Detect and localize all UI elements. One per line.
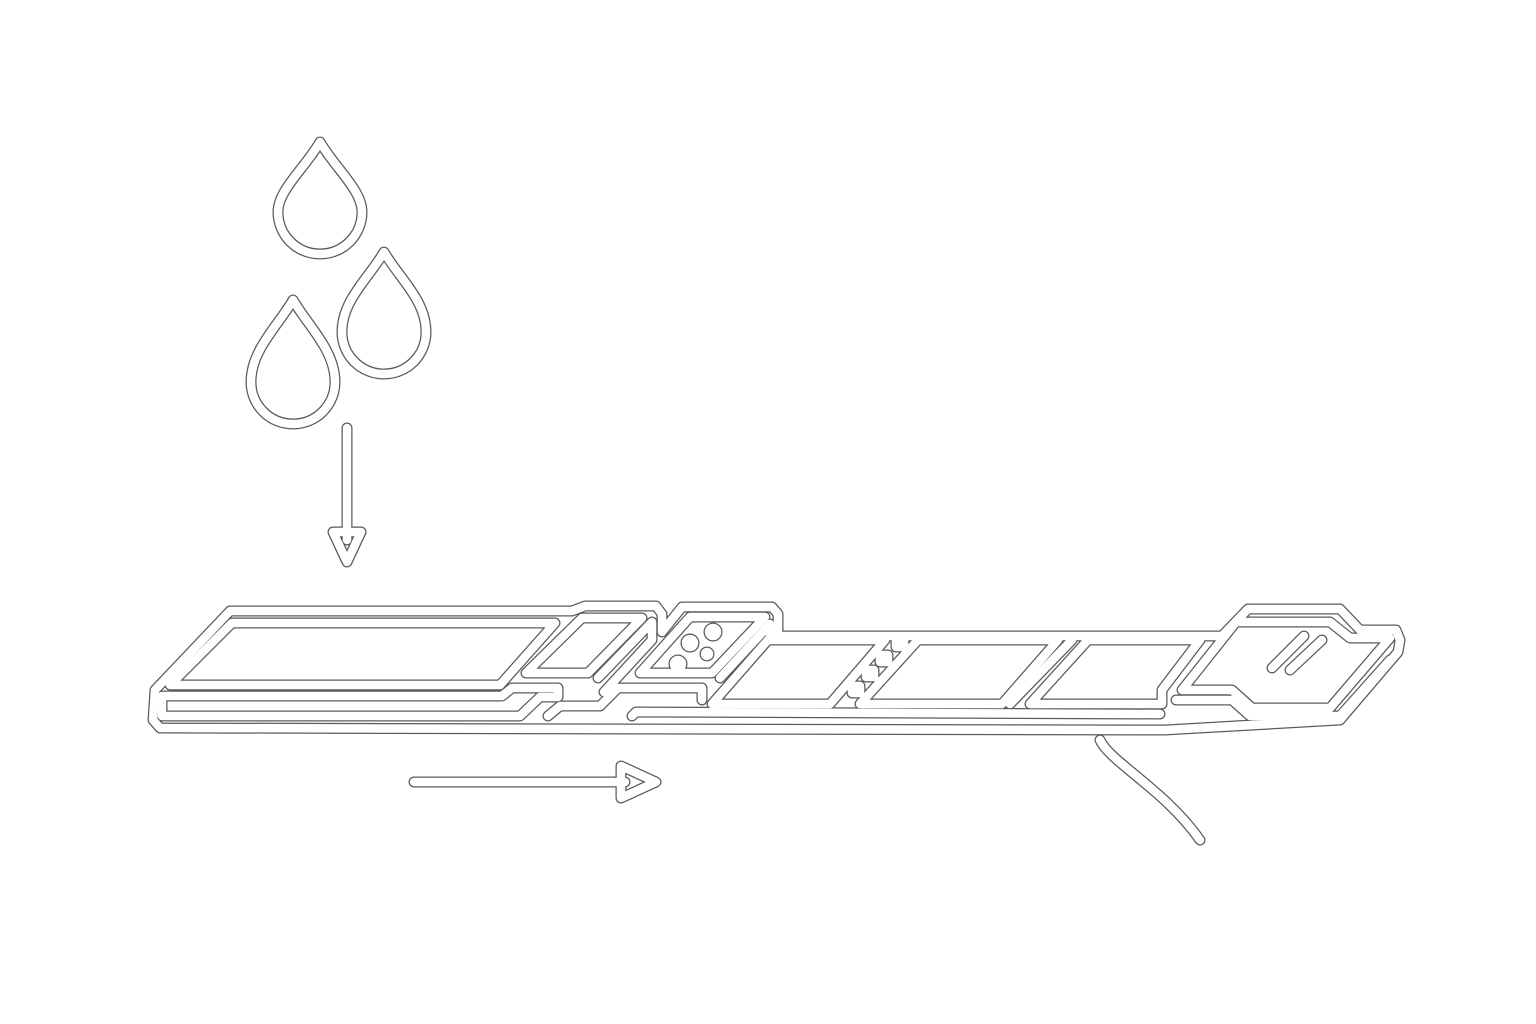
test-line-dot bbox=[847, 681, 865, 698]
particle bbox=[699, 646, 715, 662]
water-drop-icon bbox=[245, 294, 341, 430]
membrane-section bbox=[1025, 635, 1205, 709]
water-drop-icon bbox=[336, 246, 432, 380]
water-drop-icon bbox=[246, 295, 340, 429]
arrow-right-icon bbox=[409, 761, 661, 803]
particle bbox=[681, 634, 699, 652]
test-line-dot bbox=[891, 635, 909, 652]
particle bbox=[669, 655, 687, 673]
conjugate-pad bbox=[521, 613, 647, 678]
reagent-pad-side bbox=[627, 619, 1165, 721]
absorbent-pad bbox=[1177, 617, 1395, 713]
water-drop-icon bbox=[337, 247, 431, 379]
cable bbox=[1095, 735, 1205, 845]
arrow-down-icon bbox=[328, 423, 366, 567]
membrane-divider bbox=[1005, 635, 1077, 709]
particle bbox=[700, 647, 714, 661]
sample-pad-front bbox=[157, 683, 563, 721]
water-drop-icon bbox=[273, 137, 367, 259]
test-line-dot bbox=[861, 665, 879, 682]
slot bbox=[1267, 631, 1309, 673]
sample-pad bbox=[165, 618, 560, 690]
membrane-section bbox=[707, 635, 890, 709]
membrane-section bbox=[855, 635, 1063, 709]
reagent-pad bbox=[635, 612, 770, 678]
particle bbox=[704, 623, 722, 641]
slot bbox=[1285, 635, 1327, 675]
absorbent-pad-front bbox=[1171, 655, 1395, 721]
conjugate-pad-side bbox=[543, 617, 707, 721]
test-line-dot bbox=[875, 650, 893, 667]
